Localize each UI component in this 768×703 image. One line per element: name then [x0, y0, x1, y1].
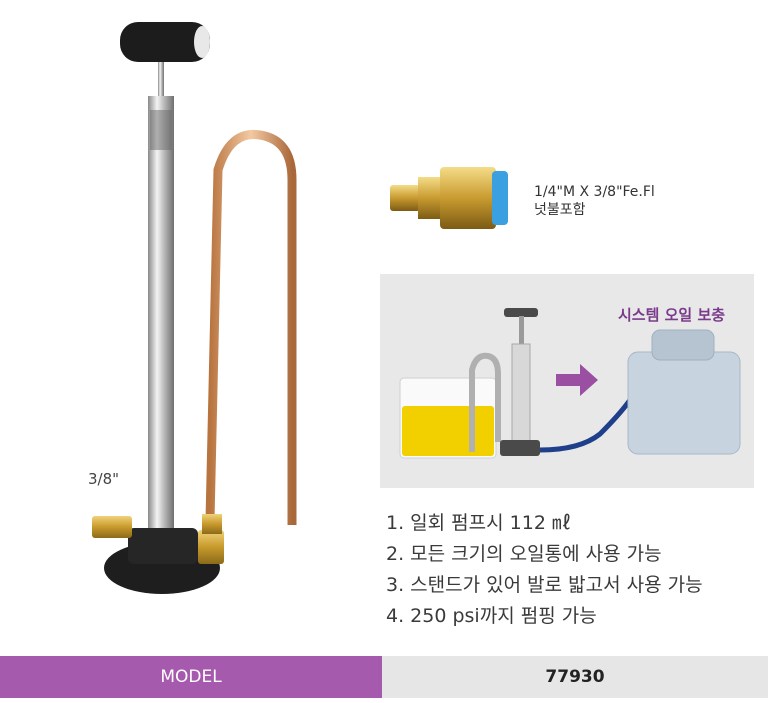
feature-item: 3. 스탠드가 있어 발로 밟고서 사용 가능	[386, 574, 703, 596]
feature-item: 2. 모든 크기의 오일통에 사용 가능	[386, 543, 662, 565]
diagram-pump-barrel	[511, 343, 531, 445]
pump-handle	[120, 22, 210, 62]
diagram-hose	[539, 398, 633, 453]
brass-nut-image	[390, 167, 508, 229]
arrow-icon	[556, 364, 598, 396]
feature-list: 1. 일회 펌프시 112 ㎖ 2. 모든 크기의 오일통에 사용 가능 3. …	[386, 508, 703, 632]
diagram-title: 시스템 오일 보충	[618, 306, 726, 324]
oil-level	[402, 406, 494, 456]
right-fitting	[198, 530, 224, 564]
spec-table: MODEL 77930	[0, 656, 768, 698]
nut-spec: 1/4"M X 3/8"Fe.Fl 넛불포함	[534, 183, 655, 219]
nut-spec-line2: 넛불포함	[534, 202, 586, 218]
system-tank	[627, 351, 741, 455]
model-value: 77930	[382, 656, 768, 698]
fitting-size-label: 3/8"	[88, 470, 120, 488]
diagram-pump-handle	[504, 308, 538, 317]
feature-item: 1. 일회 펌프시 112 ㎖	[386, 512, 571, 534]
feature-item: 4. 250 psi까지 펌핑 가능	[386, 605, 597, 627]
left-fitting	[92, 516, 132, 538]
copper-tube	[205, 129, 297, 525]
nut-spec-line1: 1/4"M X 3/8"Fe.Fl	[534, 184, 655, 200]
oil-pump-image	[92, 22, 297, 594]
model-label: MODEL	[0, 656, 382, 698]
usage-diagram: 시스템 오일 보충	[380, 274, 754, 488]
pump-barrel	[148, 96, 174, 536]
usage-diagram-drawing	[399, 308, 741, 459]
